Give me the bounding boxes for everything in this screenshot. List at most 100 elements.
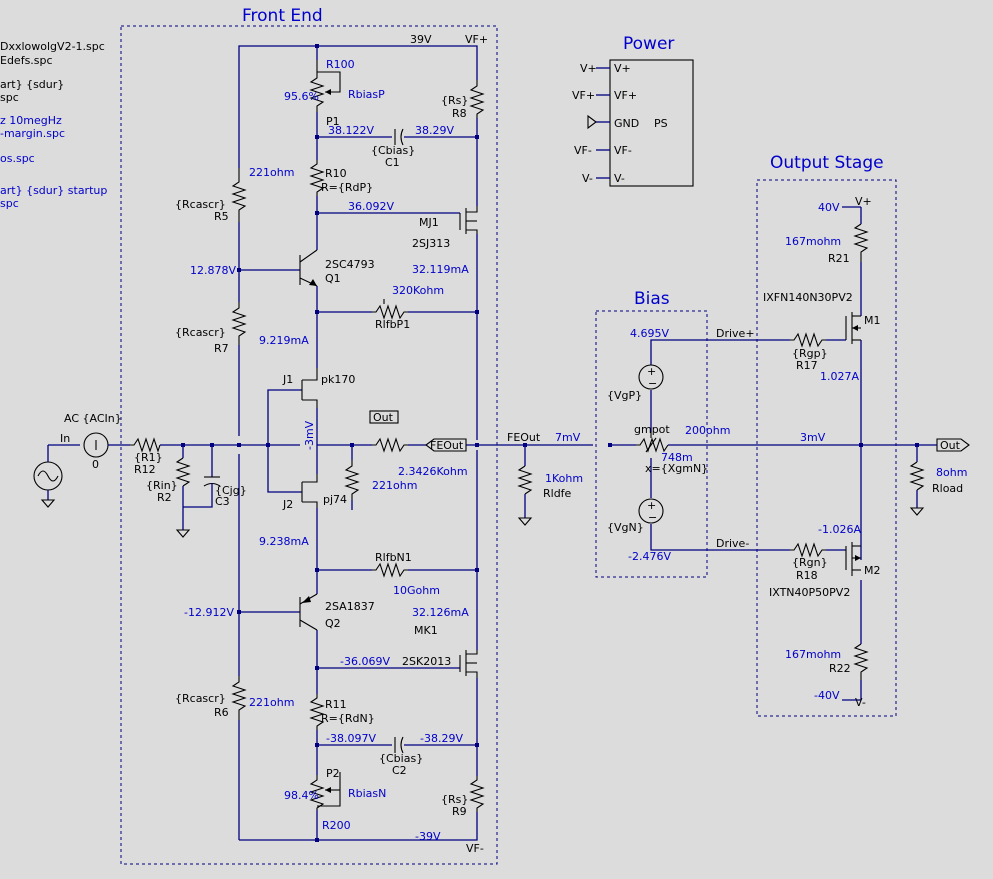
m2-label: M2 [864,564,881,577]
c2-capacitor [394,736,404,754]
power-ps-label: PS [654,117,668,130]
m1-mosfet [845,312,861,344]
m1-label: M1 [864,314,881,327]
rbiasn-label: RbiasN [348,787,386,800]
q1-transistor [299,249,318,287]
rcascr6-label: {Rcascr} [175,692,226,705]
mk1-label: MK1 [414,624,438,637]
output-wiring [826,206,862,701]
out-right-label: Out [940,439,961,452]
rgn-label: {Rgn} [792,556,828,569]
r10g-label: 10Gohm [393,584,440,597]
v3mv-label: 3mV [800,431,826,444]
current-9219: 9.219mA [259,334,309,347]
v748-label: 748m [661,451,693,464]
r5-label: R5 [214,210,229,223]
out-vminus-label: V- [855,696,866,709]
r167a-label: 167mohm [785,235,841,248]
node-12912: -12.912V [184,606,234,619]
pj74-label: pj74 [323,493,347,506]
r10-value: 221ohm [249,166,294,179]
p1-potentiometer [309,60,341,112]
feout-flag [425,438,467,452]
r-221b-resistor [344,460,360,500]
vgp-source: + − [638,364,664,390]
bias-title: Bias [634,289,670,309]
q2-label: Q2 [325,617,341,630]
v4695-label: 4.695V [630,327,669,340]
r11-label: R11 [325,698,347,711]
rldfe-label: Rldfe [543,487,572,500]
input-source [33,432,130,508]
r7-label: R7 [214,342,229,355]
r1k-label: 1Kohm [545,472,583,485]
rbiasp-label: RbiasP [348,88,385,101]
mj1-label: MJ1 [419,216,439,229]
svg-text:+: + [647,499,656,512]
power-vfplus-ext: VF+ [572,89,595,102]
mj1-mosfet [459,206,478,234]
c2-label: C2 [392,764,407,777]
j1-jfet [301,368,318,408]
2sj313-label: 2SJ313 [412,237,450,250]
v7mv-label: 7mV [555,431,581,444]
r11-value: 221ohm [249,696,294,709]
j2-jfet [301,474,318,508]
q1-type: 2SC4793 [325,258,375,271]
c3-capacitor [183,445,221,508]
spice-line-5: z 10megHz [0,114,62,127]
vf-minus-label: VF- [466,842,484,855]
front-end-wiring [160,45,593,841]
r12-resistor [130,437,161,453]
spice-line-1: DxxlowolgV2-1.spc [0,40,105,53]
p2-label: P2 [326,767,340,780]
q1-label: Q1 [325,272,341,285]
out-vplus-label: V+ [855,195,872,208]
current-32126: 32.126mA [412,606,469,619]
power-vminus-ext: V- [582,172,593,185]
r6-label: R6 [214,706,229,719]
node-12878: 12.878V [190,264,236,277]
rlfbp1-label: RlfbP1 [375,318,410,331]
q2-transistor [299,593,318,631]
rload-resistor [909,445,925,516]
cbias2-label: {Cbias} [379,752,423,765]
p2-potentiometer [309,772,341,810]
node-3829: 38.29V [415,124,454,137]
c1-capacitor [394,128,404,146]
rs-bot-label: {Rs} [441,793,468,806]
r6-resistor [231,676,247,720]
power-vplus-ext: V+ [580,62,597,75]
r21-label: R21 [828,252,850,265]
mk1-mosfet [459,650,478,678]
r12-label: R12 [134,463,156,476]
node-36092: 36.092V [348,200,394,213]
r8-label: R8 [452,107,467,120]
rcascr7-label: {Rcascr} [175,326,226,339]
r10-expr: R={RdP} [321,181,373,194]
r2342-label: 2.3426Kohm [398,465,468,478]
p1-value: 95.6% [284,90,319,103]
vf-plus-label: VF+ [465,33,488,46]
rldfe-resistor [517,445,533,526]
power-vplus-pin: V+ [614,62,631,75]
r11-expr: R={RdN} [321,712,375,725]
rin-label: {Rin} [146,479,178,492]
node-36069: -36.069V [340,655,390,668]
vneg39-label: -39V [415,830,441,843]
out-flag-label: Out [373,411,394,424]
p1-label: P1 [326,115,340,128]
pk170-label: pk170 [321,373,355,386]
j1-label: J1 [282,373,293,386]
c1-label: C1 [385,156,400,169]
p2-value: 98.4% [284,789,319,802]
node-3829n: -38.29V [420,732,463,745]
spice-line-7: os.spc [0,152,35,165]
vneg40-label: -40V [814,689,840,702]
power-vfminus-pin: VF- [614,144,632,157]
drive-minus-label: Drive- [716,537,749,550]
xgmn-label: x={XgmN} [645,462,708,475]
power-vfplus-pin: VF+ [614,89,637,102]
feout-flag-label: FEOut [430,439,464,452]
ixfn-label: IXFN140N30PV2 [763,291,853,304]
